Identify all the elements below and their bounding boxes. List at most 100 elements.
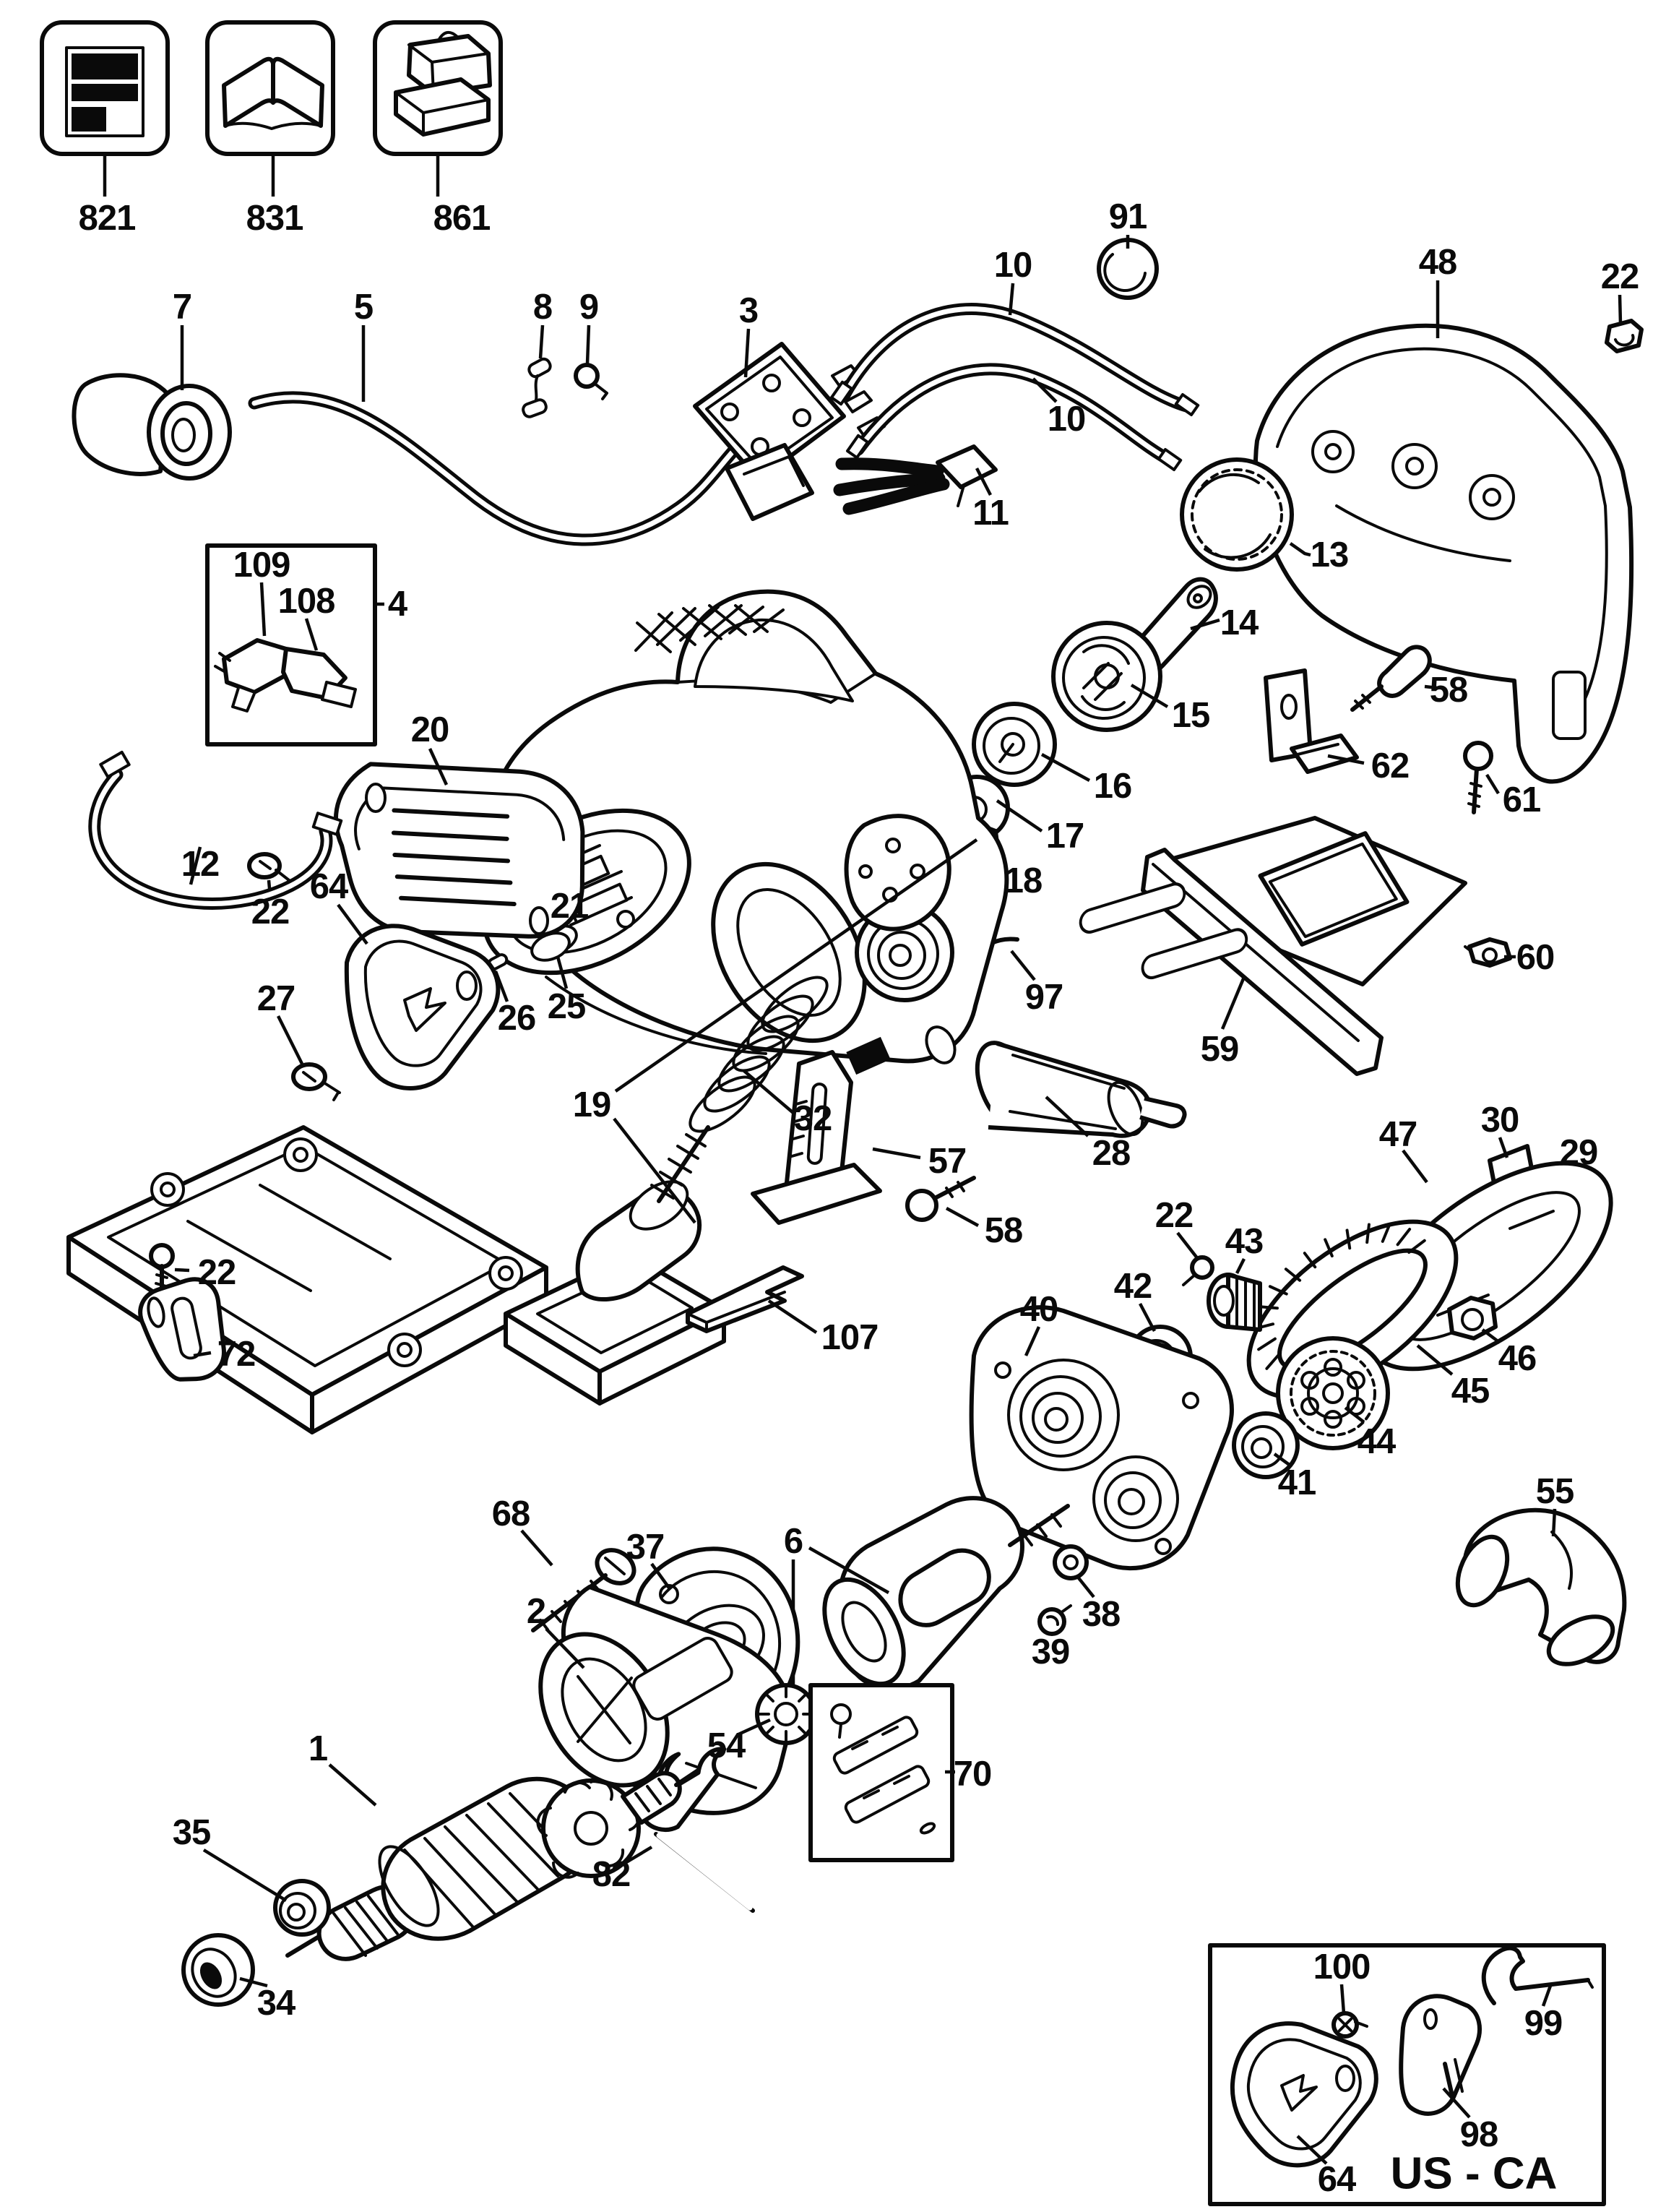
part-label-61: 61 [1503, 780, 1541, 819]
switch [693, 328, 886, 521]
part-label-28: 28 [1092, 1134, 1131, 1173]
chip-deflector-cover [337, 903, 501, 1090]
part-label-57: 57 [928, 1142, 967, 1181]
part-label-13: 13 [1311, 535, 1349, 574]
part-label-97: 97 [1025, 978, 1063, 1017]
part-label-861: 861 [433, 199, 491, 238]
part-label-2: 2 [527, 1592, 545, 1631]
part-label-64: 64 [1318, 2160, 1356, 2199]
part-label-15: 15 [1172, 696, 1210, 735]
screw-100 [1331, 1984, 1368, 2039]
part-label-47: 47 [1379, 1115, 1417, 1154]
clip-72 [138, 1277, 226, 1382]
part-label-22: 22 [1601, 257, 1639, 296]
part-label-54: 54 [707, 1726, 746, 1765]
nameplate-icon [65, 46, 144, 137]
vent-slots [391, 808, 517, 907]
nut-22-top [1605, 294, 1644, 353]
power-cord [248, 325, 787, 546]
part-label-68: 68 [492, 1494, 530, 1533]
part-label-35: 35 [173, 1813, 211, 1852]
chip-deflector-cover-usca [1230, 2021, 1378, 2168]
part-label-27: 27 [257, 979, 295, 1018]
part-label-37: 37 [626, 1528, 665, 1567]
jumper-wire [88, 750, 343, 910]
part-label-82: 82 [592, 1855, 631, 1894]
fence-shoe [1079, 816, 1467, 1076]
part-label-11: 11 [972, 494, 1009, 533]
part-label-62: 62 [1371, 746, 1410, 786]
region-code: US - CA [1391, 2149, 1558, 2199]
part-label-821: 821 [79, 199, 136, 238]
bearing-34 [181, 1933, 268, 2007]
part-label-42: 42 [1114, 1267, 1152, 1306]
rotation-arrow-icon [1280, 2074, 1318, 2112]
screw-22-belt [1176, 1231, 1214, 1286]
part-label-10: 10 [994, 246, 1032, 285]
part-label-46: 46 [1498, 1339, 1537, 1378]
part-label-44: 44 [1358, 1422, 1396, 1461]
depth-gauge [751, 1050, 921, 1225]
field-stator [538, 1585, 793, 1815]
part-label-22: 22 [251, 892, 290, 931]
screw-9 [574, 324, 608, 400]
dust-elbow [1455, 1507, 1627, 1666]
terminal-109 [214, 638, 291, 713]
part-label-9: 9 [579, 288, 598, 327]
part-label-12: 12 [181, 845, 220, 884]
nut-46 [1447, 1296, 1501, 1344]
legend-box-manual [205, 20, 335, 197]
armature [285, 1763, 700, 1961]
part-label-3: 3 [739, 291, 758, 330]
grip-texture [634, 604, 785, 653]
bearing-35 [202, 1849, 331, 1937]
part-label-1: 1 [308, 1729, 327, 1768]
part-label-48: 48 [1419, 243, 1457, 282]
pulley-43 [1207, 1257, 1262, 1332]
spring-32 [689, 976, 829, 1133]
part-label-34: 34 [257, 1984, 295, 2023]
part-label-20: 20 [411, 710, 449, 749]
armature-fan [536, 1778, 641, 1879]
wire-connector [833, 444, 998, 515]
part-label-19: 19 [573, 1085, 611, 1124]
part-label-109: 109 [233, 546, 290, 585]
pulley-44 [1276, 1336, 1390, 1450]
handle-housing [1253, 280, 1634, 784]
part-label-59: 59 [1201, 1030, 1239, 1069]
part-label-38: 38 [1082, 1595, 1121, 1634]
kit-box-icon [394, 30, 492, 137]
part-label-55: 55 [1536, 1472, 1574, 1511]
part-label-98: 98 [1460, 2115, 1498, 2154]
bottom-cover-plate [66, 1125, 548, 1434]
part-label-17: 17 [1046, 817, 1084, 856]
depth-knob [1180, 457, 1311, 572]
part-label-91: 91 [1109, 197, 1147, 236]
clamp-nut-60 [1464, 937, 1516, 968]
part-label-26: 26 [498, 999, 536, 1038]
part-label-70: 70 [954, 1755, 992, 1794]
inset-box-4 [205, 543, 384, 746]
wire-spring-99 [1481, 1945, 1594, 2007]
part-label-58: 58 [1430, 671, 1468, 710]
part-label-64: 64 [310, 867, 348, 906]
carbon-brush [832, 1716, 919, 1775]
screw-61 [1463, 741, 1500, 814]
part-label-18: 18 [1004, 861, 1043, 900]
part-label-22: 22 [1155, 1196, 1194, 1235]
wedge-107 [686, 1265, 818, 1334]
adjuster-dial [1051, 621, 1169, 732]
bolt-68 [520, 1529, 636, 1632]
part-label-21: 21 [551, 887, 589, 926]
dial-disc [972, 702, 1091, 787]
washer-38 [1053, 1544, 1095, 1598]
rotation-arrow-icon [403, 987, 446, 1032]
part-label-60: 60 [1516, 938, 1555, 977]
cutter-drum [975, 1041, 1187, 1138]
part-label-99: 99 [1524, 2004, 1563, 2043]
part-label-14: 14 [1220, 603, 1259, 642]
part-label-831: 831 [246, 199, 303, 238]
thumbscrew-58 [1350, 645, 1438, 712]
part-label-25: 25 [548, 987, 586, 1026]
